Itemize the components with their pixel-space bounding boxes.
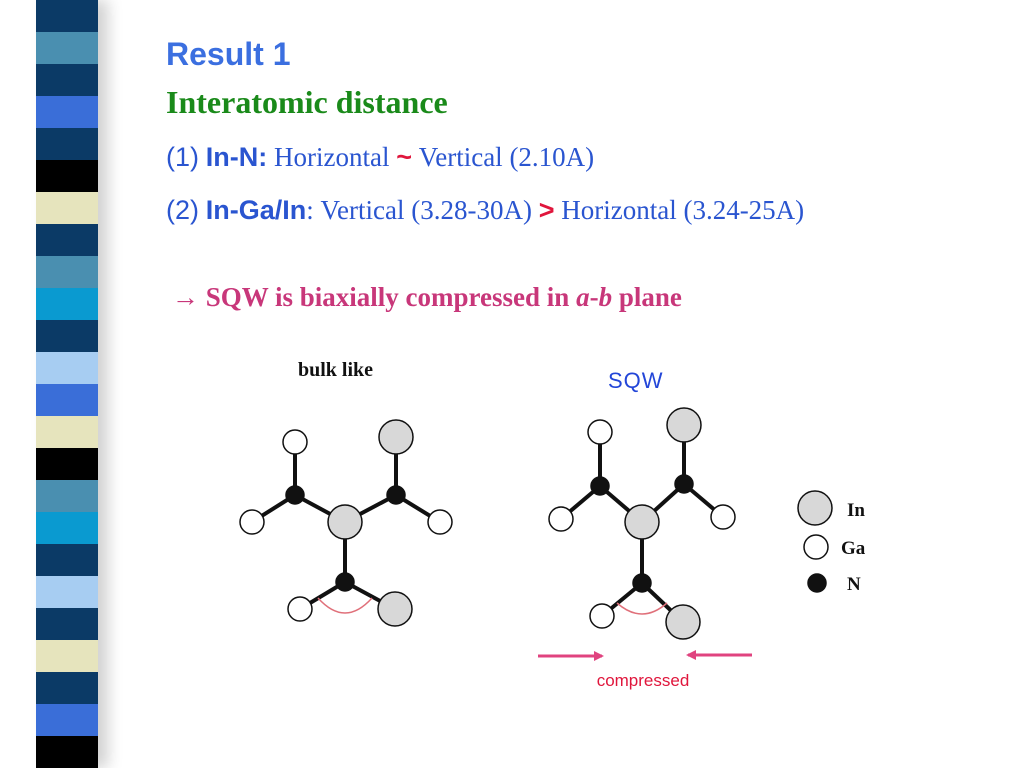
finding-2-bond: In-Ga/In: [205, 195, 307, 225]
in-atom: [624, 504, 660, 540]
stripe-segment: [36, 0, 98, 32]
ga-atom: [282, 429, 308, 455]
stripe-segment: [36, 608, 98, 640]
finding-line-1: (1) In-N: Horizontal ~ Vertical (2.10A): [166, 142, 594, 173]
legend-in-swatch: [797, 490, 833, 526]
stripe-segment: [36, 672, 98, 704]
n-atom: [386, 485, 406, 505]
in-atom: [327, 504, 363, 540]
ga-atom: [587, 419, 613, 445]
stripe-segment: [36, 736, 98, 768]
atom-legend: In Ga N: [797, 490, 866, 595]
stripe-segment: [36, 352, 98, 384]
n-atom: [335, 572, 355, 592]
stripe-segment: [36, 384, 98, 416]
legend-in-label: In: [847, 500, 865, 521]
slide-title: Result 1: [166, 36, 291, 72]
finding-2-first: Vertical (3.28-30A): [320, 195, 532, 225]
n-atom: [632, 573, 652, 593]
decorative-stripe-bar: [36, 0, 98, 768]
sqw-label: SQW: [608, 368, 664, 393]
n-atom: [674, 474, 694, 494]
ga-atom: [287, 596, 313, 622]
sqw-atoms: [548, 407, 736, 640]
stripe-segment: [36, 64, 98, 96]
stripe-segment: [36, 320, 98, 352]
finding-1-second: Vertical (2.10A): [418, 142, 595, 172]
conclusion-tail: plane: [618, 282, 682, 312]
stripe-segment: [36, 544, 98, 576]
finding-2-number: (2): [166, 195, 199, 225]
in-atom: [377, 591, 413, 627]
finding-1-bond: In-N:: [205, 142, 268, 172]
conclusion-plane-b: b: [598, 282, 613, 312]
stripe-segment: [36, 32, 98, 64]
finding-2-second: Horizontal (3.24-25A): [561, 195, 805, 225]
stripe-segment: [36, 96, 98, 128]
finding-1-number: (1): [166, 142, 199, 172]
in-atom: [666, 407, 702, 443]
sqw-bond-angle-arc: [616, 602, 668, 615]
ga-atom: [548, 506, 574, 532]
n-atom: [285, 485, 305, 505]
bulk-like-atoms: [239, 419, 453, 627]
stripe-segment: [36, 480, 98, 512]
stripe-segment: [36, 576, 98, 608]
slide-subtitle: Interatomic distance: [166, 84, 448, 120]
legend-n-label: N: [847, 574, 861, 595]
legend-n-swatch: [807, 573, 827, 593]
stripe-segment: [36, 416, 98, 448]
stripe-segment: [36, 704, 98, 736]
conclusion-plane-a: a: [576, 282, 590, 312]
ga-atom: [589, 603, 615, 629]
stripe-segment: [36, 256, 98, 288]
conclusion-text: SQW is biaxially compressed in: [205, 282, 570, 312]
finding-line-2: (2) In-Ga/In: Vertical (3.28-30A) > Hori…: [166, 195, 804, 226]
in-atom: [378, 419, 414, 455]
stripe-segment: [36, 160, 98, 192]
ga-atom: [427, 509, 453, 535]
conclusion-arrow: →: [172, 282, 199, 312]
stripe-segment: [36, 512, 98, 544]
compressed-label: compressed: [597, 671, 690, 690]
bulk-like-label: bulk like: [298, 359, 373, 381]
legend-ga-label: Ga: [841, 538, 866, 559]
finding-2-relation: >: [538, 195, 555, 225]
ga-atom: [239, 509, 265, 535]
stripe-segment: [36, 288, 98, 320]
stripe-segment: [36, 128, 98, 160]
legend-ga-swatch: [803, 534, 829, 560]
finding-2-colon: :: [306, 195, 314, 225]
in-atom: [665, 604, 701, 640]
n-atom: [590, 476, 610, 496]
ga-atom: [710, 504, 736, 530]
stripe-segment: [36, 224, 98, 256]
finding-1-first: Horizontal: [273, 142, 390, 172]
bulk-bond-angle-arc: [317, 597, 373, 614]
conclusion-line: → SQW is biaxially compressed in a-b pla…: [172, 282, 682, 313]
finding-1-relation: ~: [396, 142, 412, 172]
conclusion-plane-dash: -: [589, 282, 599, 312]
stripe-segment: [36, 448, 98, 480]
stripe-segment: [36, 640, 98, 672]
stripe-segment: [36, 192, 98, 224]
